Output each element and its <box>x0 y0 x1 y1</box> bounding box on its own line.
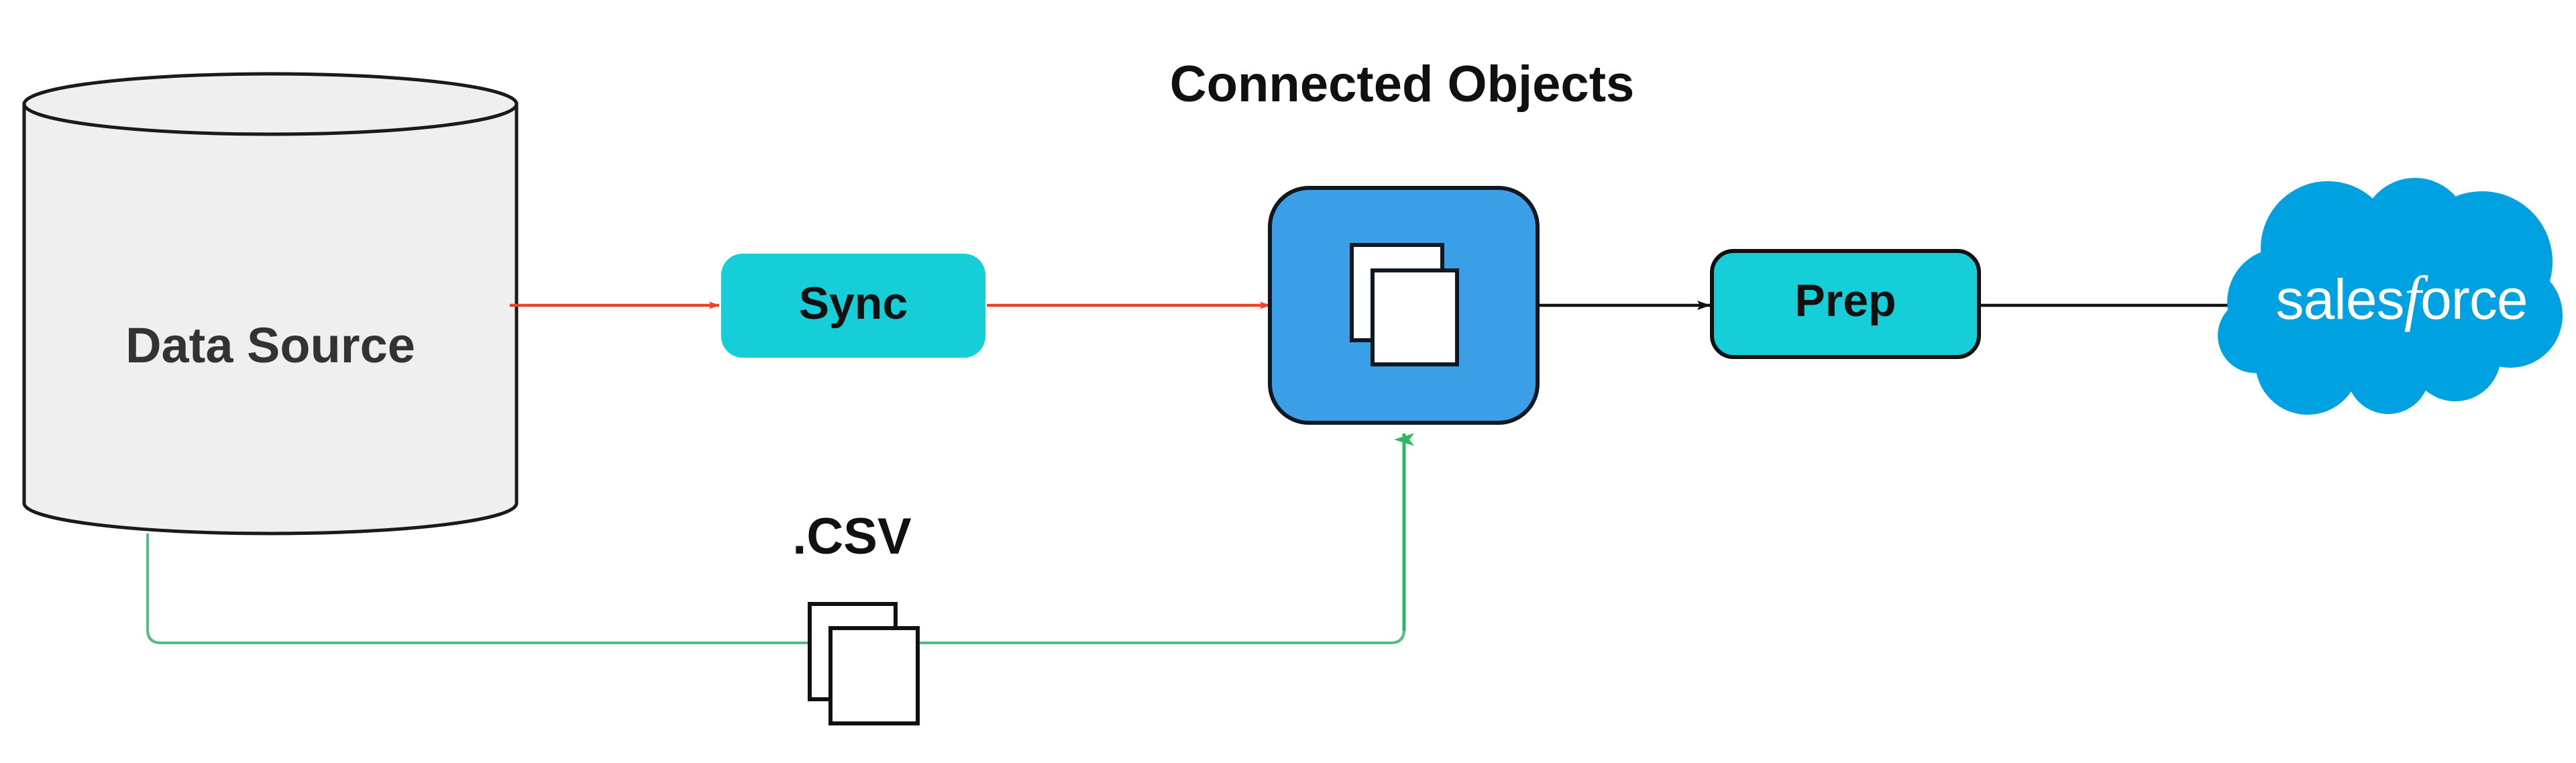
node-sync[interactable] <box>721 254 985 358</box>
diagram-title: Connected Objects <box>1169 56 1635 113</box>
node-prep[interactable] <box>1710 249 1981 359</box>
node-label-prep: Prep <box>1794 275 1896 326</box>
csv-path-line <box>146 443 1405 644</box>
documents-icon-front-page <box>1371 268 1459 366</box>
salesforce-cloud-icon <box>2218 178 2563 415</box>
cylinder-top-ellipse <box>22 72 519 136</box>
node-label-data-source: Data Source <box>125 317 415 373</box>
node-connected-objects[interactable] <box>1268 186 1540 425</box>
documents-icon <box>1350 243 1459 366</box>
salesforce-wordmark-prefix: sales <box>2275 268 2404 331</box>
node-salesforce[interactable] <box>2218 178 2563 415</box>
salesforce-wordmark-suffix: orce <box>2420 268 2528 331</box>
node-data-source[interactable] <box>22 72 519 536</box>
sync-button-shape <box>721 254 985 358</box>
cylinder-body <box>22 102 519 536</box>
node-csv-files[interactable] <box>808 602 920 725</box>
salesforce-wordmark-italic-f: f <box>2404 264 2422 332</box>
edge-csv-path-to-connected-objects <box>146 433 1414 644</box>
csv-icon-front-page <box>828 626 920 725</box>
node-label-csv: .CSV <box>792 508 912 565</box>
salesforce-wordmark: salesforce <box>2247 267 2556 329</box>
node-label-sync: Sync <box>798 278 908 329</box>
prep-button-shape <box>1710 249 1981 359</box>
